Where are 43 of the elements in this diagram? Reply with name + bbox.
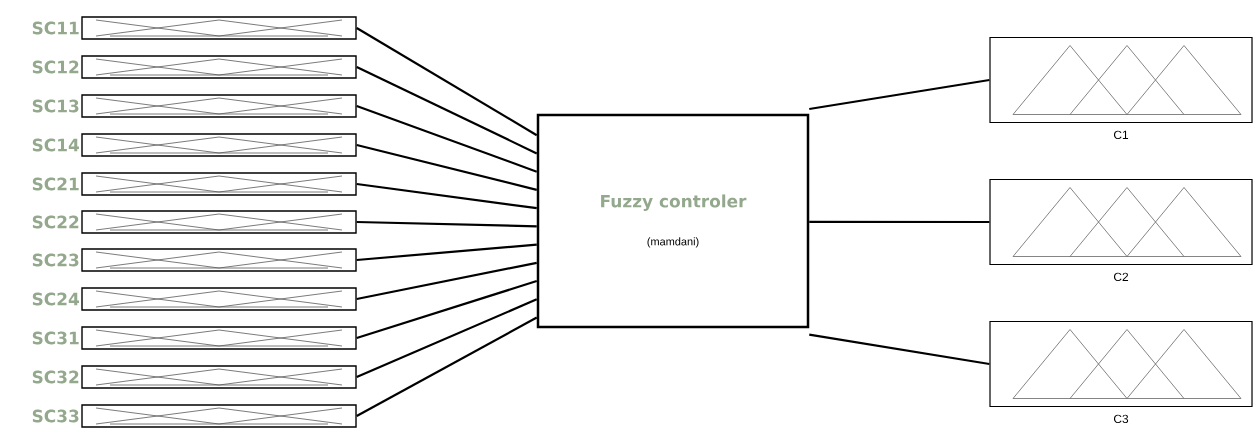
- connector-line: [356, 261, 537, 301]
- input-box: SC24: [32, 287, 357, 311]
- connector-line: [356, 243, 537, 262]
- node-label: C1: [1113, 130, 1129, 140]
- node-label: C2: [1113, 272, 1129, 282]
- output-box: C3: [989, 320, 1253, 424]
- node-label: SC32: [32, 370, 79, 384]
- connector-line: [356, 298, 538, 378]
- node-label: SC13: [32, 99, 79, 113]
- node-label: C3: [1113, 414, 1129, 424]
- connector-line: [356, 220, 537, 228]
- input-box: SC21: [32, 172, 357, 196]
- controller-box: Fuzzy controler (mamdani): [536, 113, 810, 329]
- connector-line: [809, 333, 990, 366]
- input-box: SC31: [32, 326, 357, 350]
- connector-line: [809, 220, 990, 224]
- connector-line: [356, 104, 538, 173]
- node-label: SC11: [32, 21, 79, 35]
- input-box: SC32: [32, 365, 357, 389]
- connector-line: [356, 316, 538, 417]
- connector-line: [356, 66, 538, 155]
- input-box: SC23: [32, 248, 357, 272]
- input-box: SC11: [32, 16, 357, 40]
- input-box: SC12: [32, 55, 357, 79]
- node-label: SC12: [32, 60, 79, 74]
- node-label: SC24: [32, 292, 79, 306]
- input-box: SC13: [32, 94, 357, 118]
- input-box: SC14: [32, 133, 357, 157]
- node-label: SC22: [32, 215, 79, 229]
- output-box: C1: [989, 36, 1253, 140]
- connector-line: [809, 78, 990, 111]
- node-label: SC31: [32, 331, 79, 345]
- input-box: SC22: [32, 210, 357, 234]
- node-label: SC14: [32, 138, 79, 152]
- connector-line: [356, 27, 538, 137]
- connector-line: [356, 143, 538, 191]
- connector-line: [356, 280, 538, 340]
- node-label: SC33: [32, 409, 79, 423]
- input-box: SC33: [32, 404, 357, 428]
- output-box: C2: [989, 178, 1253, 282]
- node-label: SC23: [32, 253, 79, 267]
- connector-line: [356, 182, 537, 210]
- node-label: SC21: [32, 177, 79, 191]
